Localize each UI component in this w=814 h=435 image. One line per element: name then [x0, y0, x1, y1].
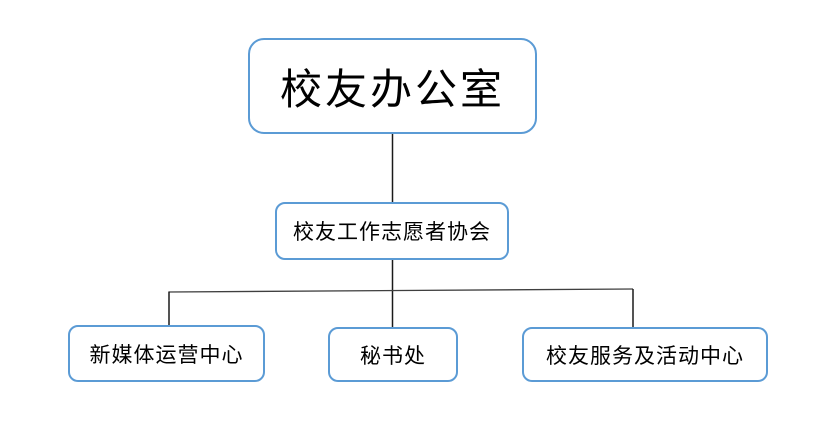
org-node-child-new-media: 新媒体运营中心 — [68, 325, 265, 382]
org-node-child-label: 新媒体运营中心 — [89, 342, 244, 367]
org-node-level2: 校友工作志愿者协会 — [275, 202, 509, 260]
org-node-child-secretariat: 秘书处 — [328, 327, 458, 382]
org-node-level2-label: 校友工作志愿者协会 — [293, 220, 491, 244]
org-node-child-label: 校友服务及活动中心 — [546, 343, 744, 368]
org-node-root-label: 校友办公室 — [279, 64, 505, 114]
org-node-child-alumni-services: 校友服务及活动中心 — [522, 327, 768, 382]
connector-horizontal-rail — [168, 288, 634, 293]
org-node-child-label: 秘书处 — [360, 343, 426, 368]
org-node-root: 校友办公室 — [248, 38, 537, 134]
